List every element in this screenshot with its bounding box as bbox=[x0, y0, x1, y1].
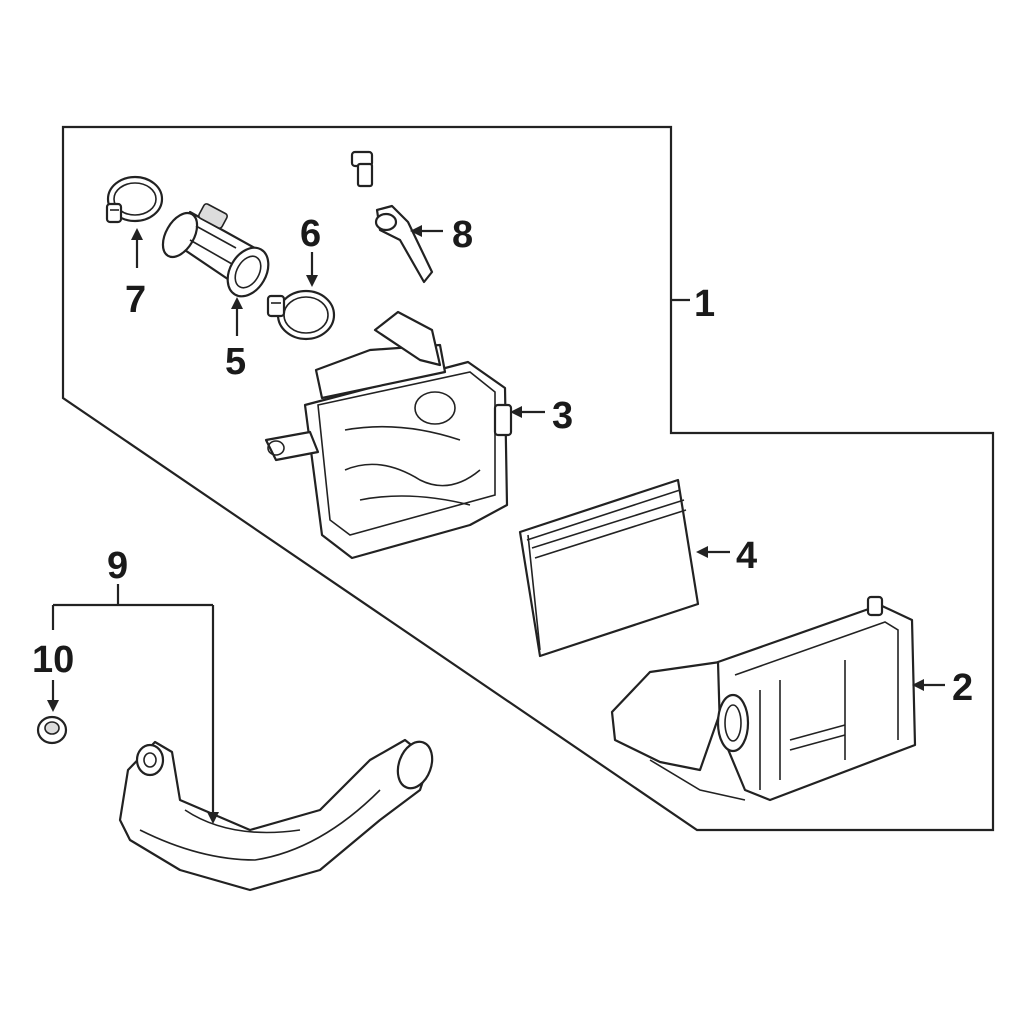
lower-housing-icon bbox=[610, 595, 917, 802]
callout-5: 5 bbox=[225, 341, 246, 383]
assembly-outline bbox=[61, 125, 995, 832]
retainer-nut-icon bbox=[36, 715, 68, 745]
clamp-7-icon bbox=[105, 175, 164, 224]
air-filter-element-icon bbox=[518, 478, 700, 658]
callout-4: 4 bbox=[736, 535, 757, 577]
callout-10: 10 bbox=[32, 639, 74, 681]
callout-3: 3 bbox=[552, 395, 573, 437]
callout-7: 7 bbox=[125, 279, 146, 321]
callout-2: 2 bbox=[952, 667, 973, 709]
mass-airflow-sensor-icon bbox=[161, 203, 270, 298]
callout-9: 9 bbox=[107, 545, 128, 587]
air-intake-duct-icon bbox=[118, 738, 434, 892]
leader-lines bbox=[47, 225, 945, 824]
upper-cover-icon bbox=[264, 310, 513, 560]
callout-1: 1 bbox=[694, 283, 715, 325]
clamp-6-icon bbox=[266, 289, 336, 341]
callout-8: 8 bbox=[452, 214, 473, 256]
callout-6: 6 bbox=[300, 213, 321, 255]
sensor-8-icon bbox=[350, 150, 434, 284]
